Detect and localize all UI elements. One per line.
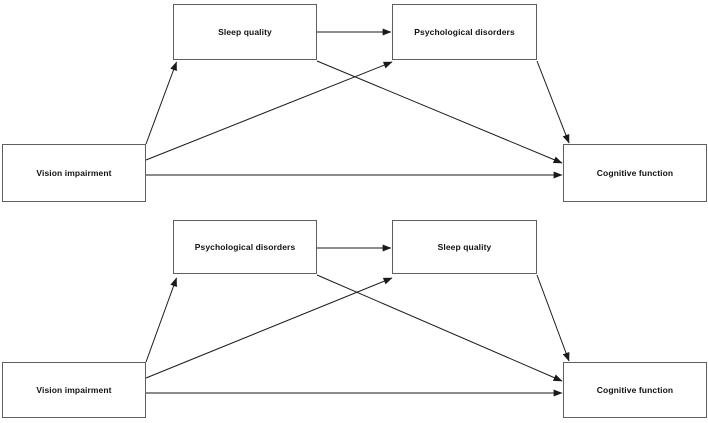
node-sleep-quality[interactable]: Sleep quality bbox=[173, 4, 317, 60]
node-label-psychological-disorders: Psychological disorders bbox=[414, 26, 515, 37]
node-label-sleep-quality-2: Sleep quality bbox=[437, 241, 492, 252]
node-label-vision-impairment: Vision impairment bbox=[36, 167, 112, 178]
node-label-psychological-disorders-2: Psychological disorders bbox=[194, 241, 296, 252]
edge-vision-impairment-to-sleep-quality bbox=[145, 61, 177, 145]
node-cognitive-function[interactable]: Cognitive function bbox=[563, 144, 707, 202]
edge-sleep-quality-2-to-cognitive-function-2 bbox=[536, 274, 570, 362]
edge-psychological-disorders-2-to-cognitive-function-2 bbox=[316, 274, 563, 382]
edge-vision-impairment-2-to-sleep-quality-2 bbox=[145, 277, 393, 379]
node-label-sleep-quality: Sleep quality bbox=[218, 26, 272, 37]
node-cognitive-function-2[interactable]: Cognitive function bbox=[563, 362, 707, 418]
edge-sleep-quality-to-cognitive-function bbox=[316, 60, 563, 164]
edge-vision-impairment-2-to-psychological-disorders-2 bbox=[145, 277, 177, 363]
node-vision-impairment[interactable]: Vision impairment bbox=[2, 144, 146, 202]
node-label-cognitive-function: Cognitive function bbox=[596, 167, 674, 178]
node-vision-impairment-2[interactable]: Vision impairment bbox=[2, 362, 146, 418]
node-psychological-disorders-2[interactable]: Psychological disorders bbox=[173, 220, 317, 274]
node-psychological-disorders[interactable]: Psychological disorders bbox=[392, 4, 537, 60]
edge-vision-impairment-to-psychological-disorders bbox=[145, 61, 393, 161]
node-label-cognitive-function-2: Cognitive function bbox=[596, 384, 674, 395]
edge-psychological-disorders-to-cognitive-function bbox=[536, 60, 570, 144]
node-label-vision-impairment-2: Vision impairment bbox=[36, 384, 112, 395]
node-sleep-quality-2[interactable]: Sleep quality bbox=[392, 220, 537, 274]
